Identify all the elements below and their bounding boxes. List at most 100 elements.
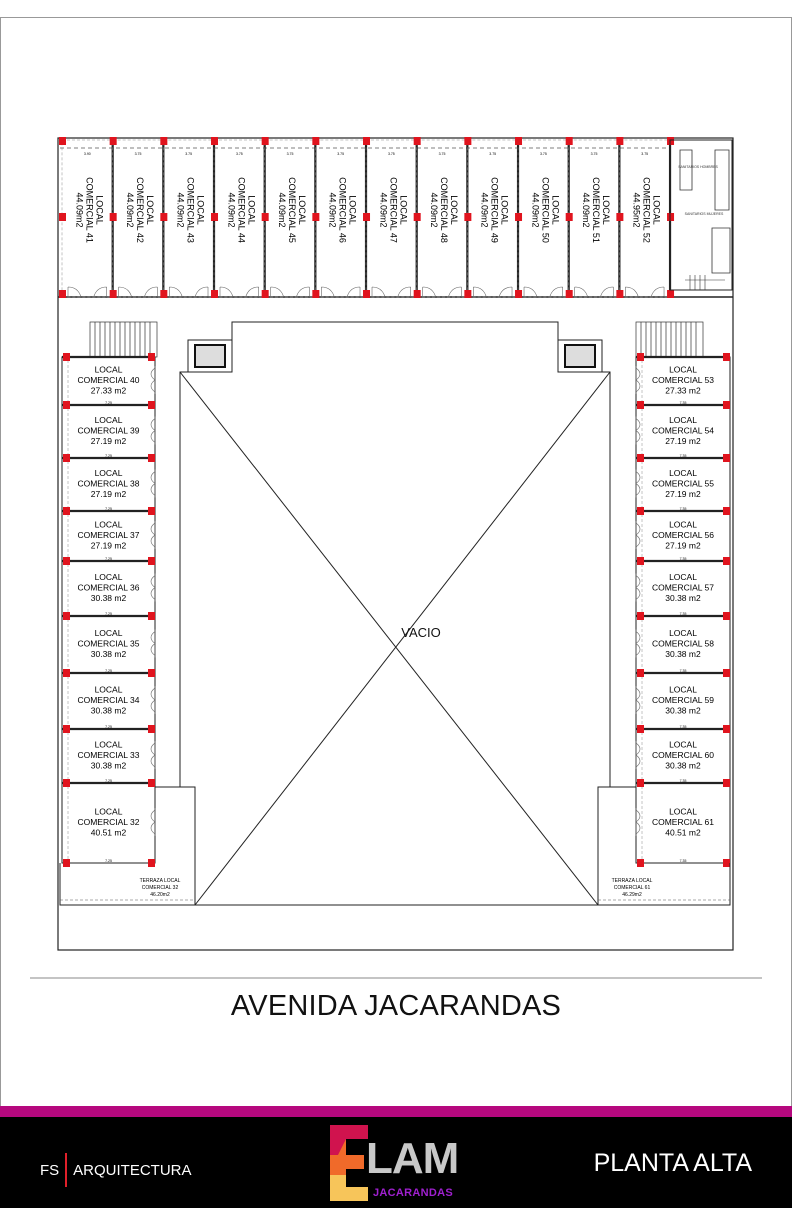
unit-width-dim: 7.25 <box>105 401 112 405</box>
structural-column <box>312 137 320 145</box>
structural-column <box>148 612 155 620</box>
door-icon <box>635 469 641 498</box>
unit-width-dim: 3.75 <box>337 152 344 156</box>
elam-logo: LAM JACARANDAS <box>328 1125 478 1205</box>
elevator-left-icon <box>187 339 233 373</box>
street-name: AVENIDA JACARANDAS <box>230 990 562 1022</box>
door-icon <box>635 573 641 602</box>
door-icon <box>635 629 641 658</box>
unit-area: 44.09m2 <box>226 192 236 227</box>
unit-label: COMERCIAL 33 <box>77 750 139 760</box>
terrace-right-line2: COMERCIAL 61 <box>614 885 651 891</box>
unit-name: LOCAL <box>550 195 560 225</box>
unit-area: 27.19 m2 <box>665 436 701 446</box>
structural-column <box>637 401 644 409</box>
structural-column <box>59 213 66 221</box>
stairs-right-icon <box>635 321 704 358</box>
unit-area: 44.09m2 <box>530 192 540 227</box>
unit-area: 44.09m2 <box>74 192 84 227</box>
structural-column <box>723 725 730 733</box>
structural-column <box>59 290 66 298</box>
terrace-left: TERRAZA LOCAL COMERCIAL 32 46.20m2 <box>59 786 196 906</box>
structural-column <box>723 612 730 620</box>
structural-column <box>148 557 155 565</box>
unit-area: 44.09m2 <box>429 192 439 227</box>
unit-name: LOCAL <box>196 195 206 225</box>
terrace-right-line1: TERRAZA LOCAL <box>612 878 653 884</box>
unit-name: LOCAL <box>669 415 697 425</box>
unit-area: 30.38 m2 <box>665 649 701 659</box>
structural-column <box>565 290 573 298</box>
structural-column <box>464 137 472 145</box>
structural-column <box>723 669 730 677</box>
unit-width-dim: 3.75 <box>236 152 243 156</box>
unit-area: 44.09m2 <box>378 192 388 227</box>
unit-width-dim: 3.90 <box>84 152 91 156</box>
structural-column <box>723 401 730 409</box>
sheet-title: PLANTA ALTA <box>593 1149 752 1177</box>
restroom-block: SANITARIOS HOMBRES SANITARIOS MUJERES <box>669 139 733 291</box>
unit-width-dim: 7.25 <box>105 669 112 673</box>
title-block: FS ARQUITECTURA LAM JACARANDAS PLANTA AL… <box>0 1117 792 1208</box>
structural-column <box>148 454 155 462</box>
structural-column <box>464 213 472 221</box>
unit-name: LOCAL <box>669 740 697 750</box>
structural-column <box>148 669 155 677</box>
structural-column <box>464 290 472 298</box>
door-icon <box>574 286 614 298</box>
unit-name: LOCAL <box>95 365 123 375</box>
restroom-fixtures <box>679 149 731 274</box>
structural-column <box>160 213 168 221</box>
structural-column <box>63 669 70 677</box>
structural-column <box>312 290 320 298</box>
structural-column <box>515 213 523 221</box>
unit-label: COMERCIAL 61 <box>652 817 714 827</box>
building-outline <box>57 137 734 951</box>
structural-column <box>109 290 117 298</box>
structural-column <box>148 507 155 515</box>
structural-column <box>667 213 675 221</box>
unit-width-dim: 3.75 <box>439 152 446 156</box>
unit-area: 27.19 m2 <box>91 436 127 446</box>
door-icon <box>67 286 107 298</box>
door-icon <box>150 469 156 498</box>
structural-column <box>363 137 371 145</box>
unit-name: LOCAL <box>297 195 307 225</box>
unit-name: LOCAL <box>145 195 155 225</box>
firm-logo: FS ARQUITECTURA <box>40 1153 192 1187</box>
unit-label: COMERCIAL 36 <box>77 583 139 593</box>
unit-area: 27.33 m2 <box>665 386 701 396</box>
unit-label: COMERCIAL 46 <box>338 177 348 243</box>
door-icon <box>635 808 641 836</box>
unit-label: COMERCIAL 37 <box>77 530 139 540</box>
unit-area: 44.95m2 <box>632 192 642 227</box>
structural-column <box>160 290 168 298</box>
structural-column <box>723 779 730 787</box>
unit-label: COMERCIAL 43 <box>186 177 196 243</box>
unit-width-dim: 3.75 <box>540 152 547 156</box>
unit-name: LOCAL <box>95 468 123 478</box>
door-icon <box>150 521 156 549</box>
structural-column <box>667 137 675 145</box>
structural-column <box>723 353 730 361</box>
unit-width-dim: 3.75 <box>287 152 294 156</box>
structural-column <box>63 507 70 515</box>
unit-width-dim: 7.35 <box>680 779 687 783</box>
structural-column <box>211 213 219 221</box>
unit-width-dim: 7.25 <box>105 507 112 511</box>
structural-column <box>637 669 644 677</box>
